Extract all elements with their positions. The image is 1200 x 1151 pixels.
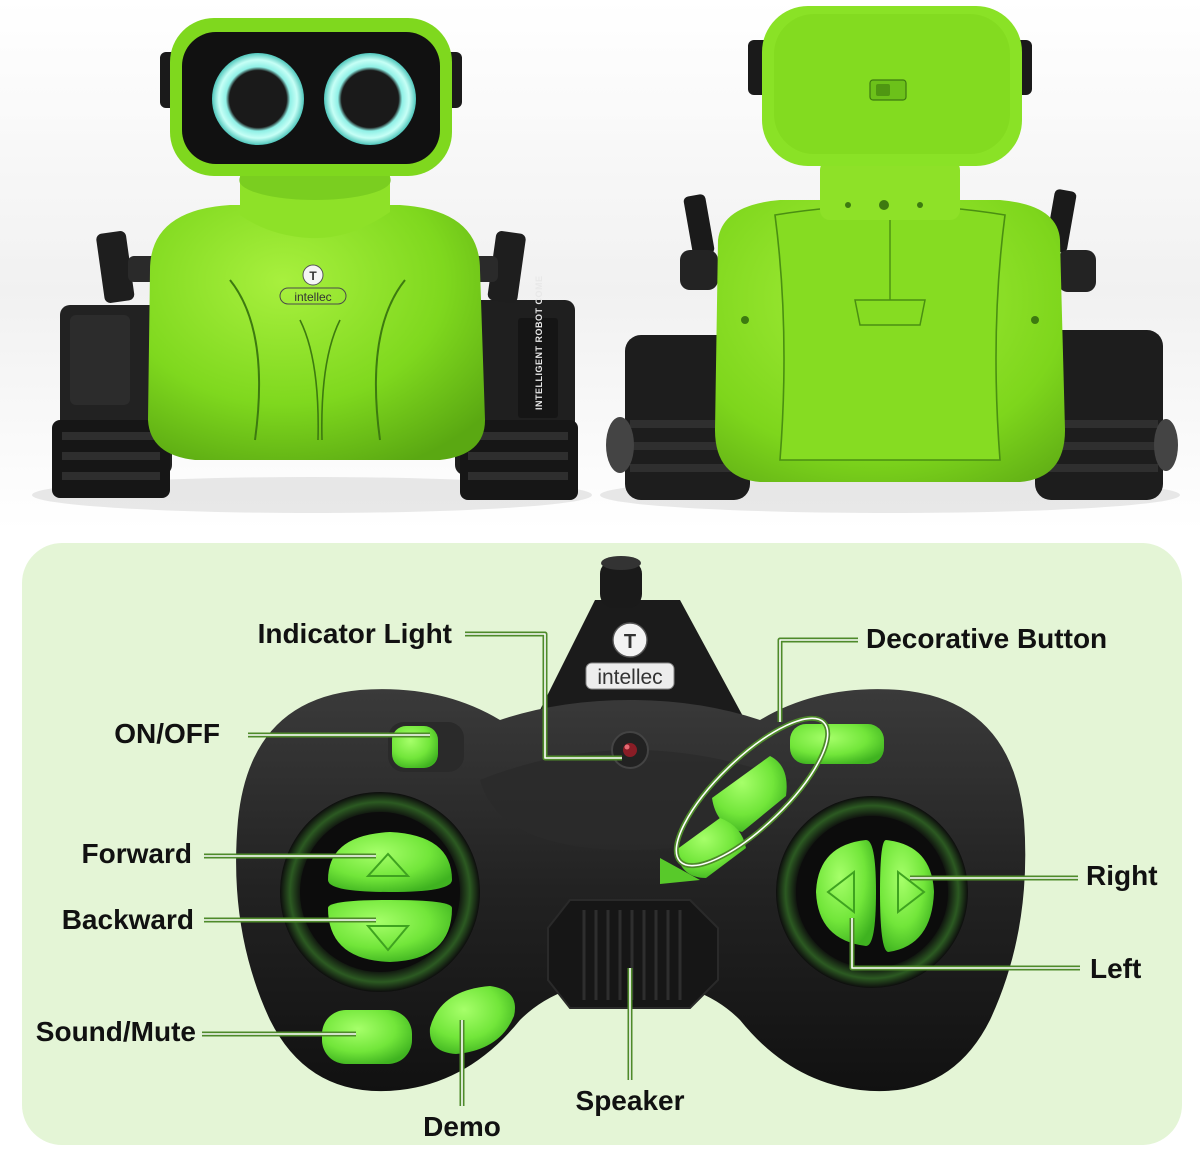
- label-forward: Forward: [82, 838, 192, 869]
- forward-arrow-icon: [365, 852, 411, 877]
- remote-logo: T intellec: [585, 622, 675, 690]
- svg-text:T: T: [309, 269, 317, 283]
- label-on-off: ON/OFF: [114, 718, 220, 749]
- label-speaker: Speaker: [576, 1085, 685, 1116]
- label-decorative-button: Decorative Button: [866, 623, 1107, 654]
- robot-front-view: INTELLIGENT ROBOT COME T intellec: [32, 18, 592, 513]
- remote-controller: T intellec: [236, 556, 1026, 1092]
- robot-back-view: [600, 6, 1180, 513]
- right-button[interactable]: [880, 840, 934, 952]
- robot-body-brand: intellec: [294, 290, 331, 304]
- right-arrow-icon: [897, 869, 926, 915]
- label-right: Right: [1086, 860, 1158, 891]
- remote-shell: [236, 689, 1026, 1092]
- indicator-light: [611, 731, 649, 769]
- remote-brand: intellec: [597, 666, 662, 689]
- robot-back-left-arm: [680, 194, 718, 290]
- on-off-switch[interactable]: [388, 722, 464, 772]
- label-indicator-light: Indicator Light: [258, 618, 452, 649]
- left-arrow-icon: [826, 869, 855, 915]
- robot-front-head: [160, 18, 462, 176]
- label-sound-mute: Sound/Mute: [36, 1016, 196, 1047]
- robot-body-logo: T intellec: [279, 264, 347, 305]
- demo-button[interactable]: [429, 986, 515, 1054]
- robot-side-text: INTELLIGENT ROBOT COME: [534, 276, 544, 411]
- robot-front-right-track: INTELLIGENT ROBOT COME: [455, 276, 578, 500]
- sound-mute-button[interactable]: [322, 1010, 412, 1064]
- left-button[interactable]: [816, 840, 876, 946]
- remote-antenna: [600, 560, 642, 608]
- robot-front-body: [148, 205, 485, 460]
- backward-button[interactable]: [328, 900, 452, 962]
- backward-arrow-icon: [365, 925, 411, 952]
- robot-front-shadow: [32, 477, 592, 513]
- callout-labels: Indicator Light Decorative Button ON/OFF…: [36, 618, 1158, 1142]
- robot-right-eye: [324, 53, 416, 145]
- label-left: Left: [1090, 953, 1141, 984]
- callout-lines: [202, 631, 1080, 1106]
- svg-text:T: T: [624, 631, 636, 653]
- decorative-buttons[interactable]: [660, 724, 884, 884]
- label-backward: Backward: [62, 904, 194, 935]
- speaker-grille: [547, 899, 719, 1009]
- robot-back-right-track: [1035, 330, 1178, 500]
- robot-back-head: [748, 6, 1032, 166]
- forward-button[interactable]: [328, 832, 452, 892]
- label-demo: Demo: [423, 1111, 501, 1142]
- remote-top-fin: [535, 600, 745, 720]
- robot-front-left-track: [52, 305, 172, 498]
- robot-left-eye: [212, 53, 304, 145]
- robot-back-neck: [820, 160, 960, 220]
